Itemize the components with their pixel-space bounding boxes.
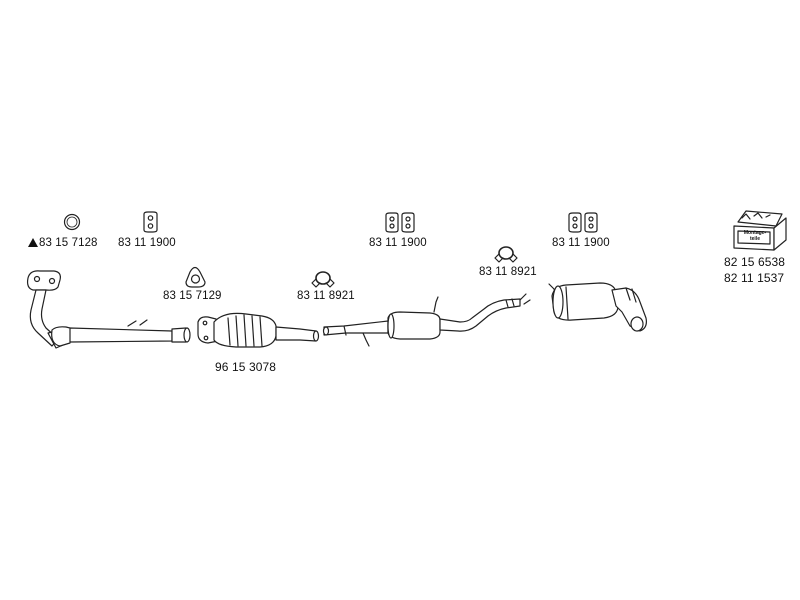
pipe-clamp-icon[interactable] — [494, 246, 518, 263]
part-number-catalytic-converter: 96 15 3078 — [215, 360, 277, 374]
part-number-gasket: 83 15 7128 — [28, 237, 98, 249]
part-number-text: 83 15 7128 — [39, 237, 98, 249]
mounting-kit-box-label: Montage- teile — [739, 230, 771, 242]
catalytic-converter-shape[interactable] — [197, 312, 320, 348]
gasket-ring-icon[interactable] — [63, 213, 81, 231]
part-number-rubber-mount-3: 83 11 1900 — [552, 237, 610, 249]
front-downpipe[interactable] — [26, 270, 191, 349]
part-number-clamp-2: 83 11 8921 — [479, 266, 537, 278]
pipe-clamp-icon[interactable] — [311, 271, 335, 288]
part-number-flange-gasket: 83 15 7129 — [163, 290, 222, 302]
part-number-mounting-kit-2: 82 11 1537 — [724, 271, 785, 285]
rubber-mount-pair-icon[interactable] — [568, 212, 598, 233]
mounting-kit-box-icon[interactable] — [733, 210, 787, 251]
part-number-clamp-1: 83 11 8921 — [297, 290, 355, 302]
part-number-mounting-kit-1: 82 15 6538 — [724, 255, 786, 269]
rubber-mount-pair-icon[interactable] — [385, 212, 415, 233]
flange-gasket-icon[interactable] — [185, 266, 206, 288]
rear-silencer[interactable] — [548, 282, 647, 332]
middle-muffler-pipe[interactable] — [322, 293, 531, 347]
part-number-rubber-mount-2: 83 11 1900 — [369, 237, 427, 249]
part-number-rubber-mount-1: 83 11 1900 — [118, 237, 176, 249]
box-label-line-2: teile — [749, 235, 760, 242]
box-label-line-1: Montage- — [743, 230, 767, 236]
triangle-warning-icon — [28, 238, 38, 247]
rubber-mount-icon[interactable] — [143, 211, 158, 233]
